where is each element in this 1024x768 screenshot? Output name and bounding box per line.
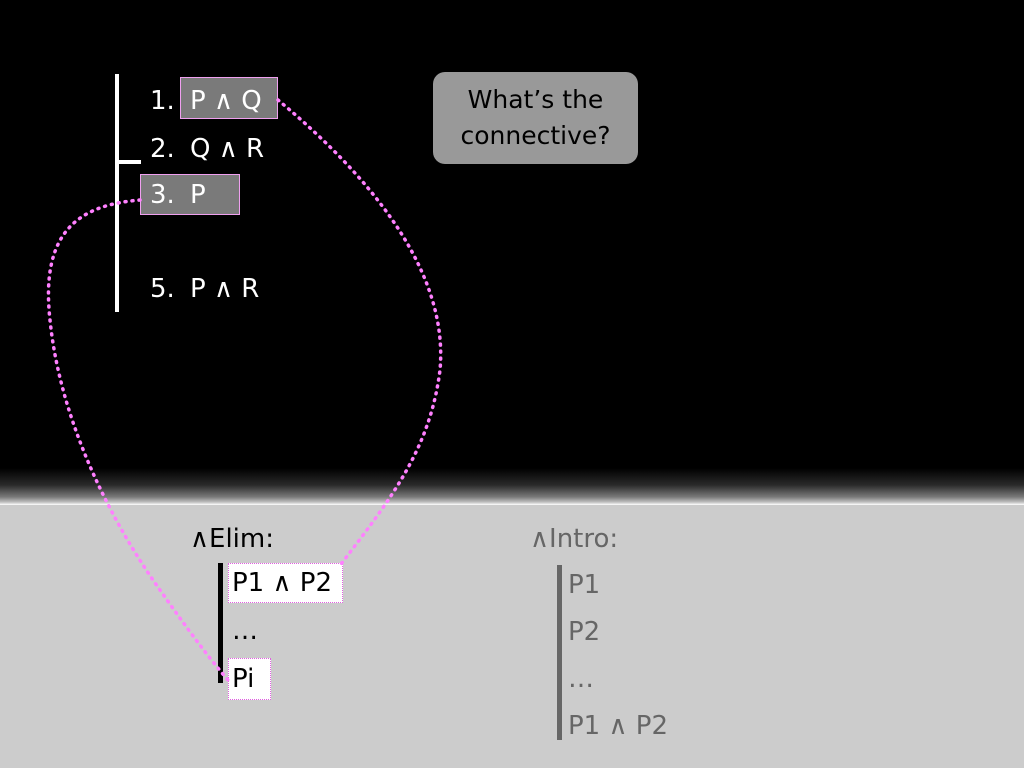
line-number: 2. — [150, 134, 175, 164]
formula: P — [190, 180, 206, 210]
and-intro-bar — [557, 565, 562, 740]
formula: P ∧ R — [190, 274, 260, 304]
and-intro-line-2: P2 — [568, 617, 601, 647]
and-elim-conclusion: Pi — [232, 664, 255, 694]
rules-panel — [0, 505, 1024, 768]
and-elim-conclusion-box — [228, 658, 271, 700]
formula: P ∧ Q — [190, 86, 262, 116]
formula: Q ∧ R — [190, 134, 265, 164]
proof-line-3: 3. P — [150, 180, 206, 210]
question-callout: What’s the connective? — [433, 72, 638, 164]
and-elim-premise: P1 ∧ P2 — [232, 568, 333, 598]
highlight-line-1 — [180, 77, 278, 119]
highlight-line-3 — [140, 174, 240, 215]
link-conclusion-to-line-3 — [46, 198, 230, 682]
line-number: 3. — [150, 180, 175, 210]
and-intro-line-1: P1 — [568, 570, 601, 600]
proof-line-1: 1. P ∧ Q — [150, 86, 262, 116]
and-elim-dots: … — [232, 616, 258, 646]
and-elim-bar — [218, 563, 223, 683]
and-intro-dots: … — [568, 664, 594, 694]
link-premise-to-line-1 — [276, 98, 443, 570]
and-intro-conclusion: P1 ∧ P2 — [568, 711, 669, 741]
proof-line-2: 2. Q ∧ R — [150, 134, 264, 164]
and-elim-premise-box — [228, 563, 343, 603]
and-intro-title: ∧Intro: — [530, 524, 619, 554]
and-elim-title: ∧Elim: — [190, 524, 274, 554]
callout-line-2: connective? — [460, 121, 611, 150]
proof-vertical-bar — [115, 74, 119, 312]
callout-line-1: What’s the — [467, 85, 604, 114]
line-number: 1. — [150, 86, 175, 116]
line-number: 5. — [150, 274, 175, 304]
proof-premise-bar — [115, 160, 141, 164]
proof-line-5: 5. P ∧ R — [150, 274, 259, 304]
